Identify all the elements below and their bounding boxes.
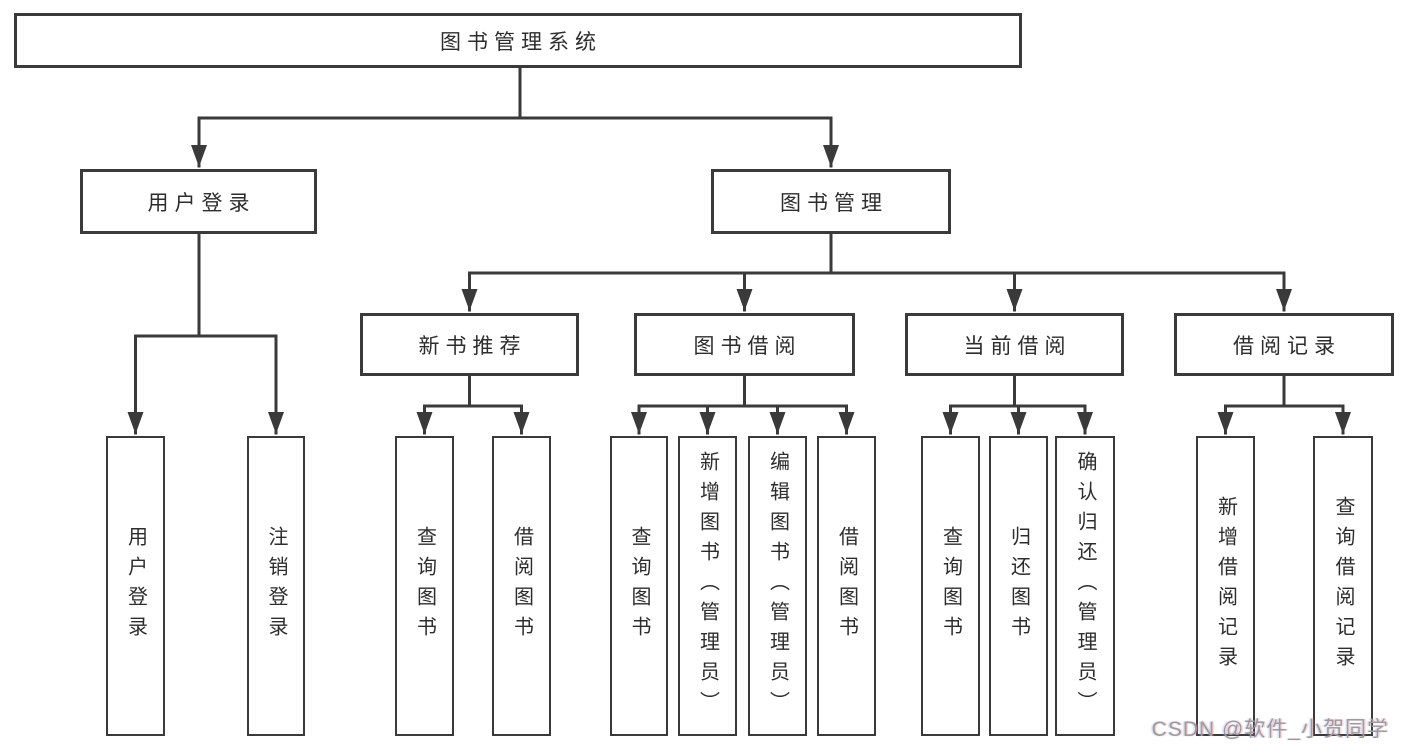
leaf-newbooks-query-books: 查询图书: [395, 436, 454, 736]
connector-borrow-records-to-leaves: [1217, 374, 1351, 435]
leaf-borrow-edit-books: 编辑图书（管理员）: [748, 436, 807, 736]
node-current-borrow-label: 当前借阅: [963, 334, 1072, 358]
connector-user-login-to-leaves: [127, 231, 284, 435]
leaf-newbooks-borrow-books-label: 借阅图书: [510, 526, 533, 646]
leaf-borrow-borrow-books-label: 借阅图书: [835, 526, 858, 646]
connector-new-books-to-leaves: [416, 374, 530, 435]
leaf-current-confirm-return: 确认归还（管理员）: [1055, 436, 1115, 736]
leaf-borrow-query-books-label: 查询图书: [628, 526, 650, 646]
leaf-current-query-books: 查询图书: [921, 436, 980, 736]
leaf-current-return-books-label: 归还图书: [1007, 526, 1030, 646]
leaf-newbooks-borrow-books: 借阅图书: [492, 436, 551, 736]
csdn-watermark: CSDN @软件_小贺同学: [1151, 718, 1389, 741]
node-current-borrow: 当前借阅: [905, 313, 1124, 376]
node-new-books: 新书推荐: [360, 313, 579, 376]
leaf-borrow-add-books: 新增图书（管理员）: [678, 436, 737, 736]
node-book-borrow-label: 图书借阅: [693, 334, 802, 358]
connector-current-borrow-to-leaves: [942, 374, 1093, 435]
leaf-logout-label: 注销登录: [265, 526, 287, 646]
leaf-current-query-books-label: 查询图书: [939, 526, 962, 646]
node-user-login-label: 用户登录: [147, 191, 256, 215]
node-user-login: 用户登录: [80, 169, 317, 234]
leaf-borrow-borrow-books: 借阅图书: [817, 436, 876, 736]
leaf-newbooks-query-books-label: 查询图书: [413, 526, 436, 646]
leaf-borrow-query-books: 查询图书: [610, 436, 668, 736]
node-borrow-records: 借阅记录: [1174, 313, 1394, 376]
connector-root-to-level2: [191, 66, 839, 168]
node-borrow-records-label: 借阅记录: [1233, 334, 1341, 358]
leaf-user-login-label: 用户登录: [124, 526, 147, 646]
node-book-mgmt: 图书管理: [711, 169, 951, 234]
node-book-mgmt-label: 图书管理: [780, 191, 888, 215]
node-book-borrow: 图书借阅: [634, 313, 855, 376]
leaf-records-add-record: 新增借阅记录: [1196, 436, 1255, 736]
leaf-user-login: 用户登录: [106, 436, 165, 736]
node-root-label: 图书管理系统: [440, 30, 602, 54]
leaf-logout: 注销登录: [247, 436, 305, 736]
node-new-books-label: 新书推荐: [418, 334, 527, 358]
leaf-current-confirm-return-label: 确认归还（管理员）: [1074, 451, 1096, 721]
leaf-records-query-record: 查询借阅记录: [1313, 436, 1373, 736]
connector-book-borrow-to-leaves: [631, 374, 855, 435]
leaf-borrow-edit-books-label: 编辑图书（管理员）: [766, 451, 789, 721]
leaf-borrow-add-books-label: 新增图书（管理员）: [696, 451, 719, 721]
node-root: 图书管理系统: [14, 13, 1022, 68]
connector-book-mgmt-to-level3: [461, 231, 1292, 312]
leaf-current-return-books: 归还图书: [989, 436, 1048, 736]
leaf-records-add-record-label: 新增借阅记录: [1214, 496, 1237, 676]
leaf-records-query-record-label: 查询借阅记录: [1332, 496, 1354, 676]
